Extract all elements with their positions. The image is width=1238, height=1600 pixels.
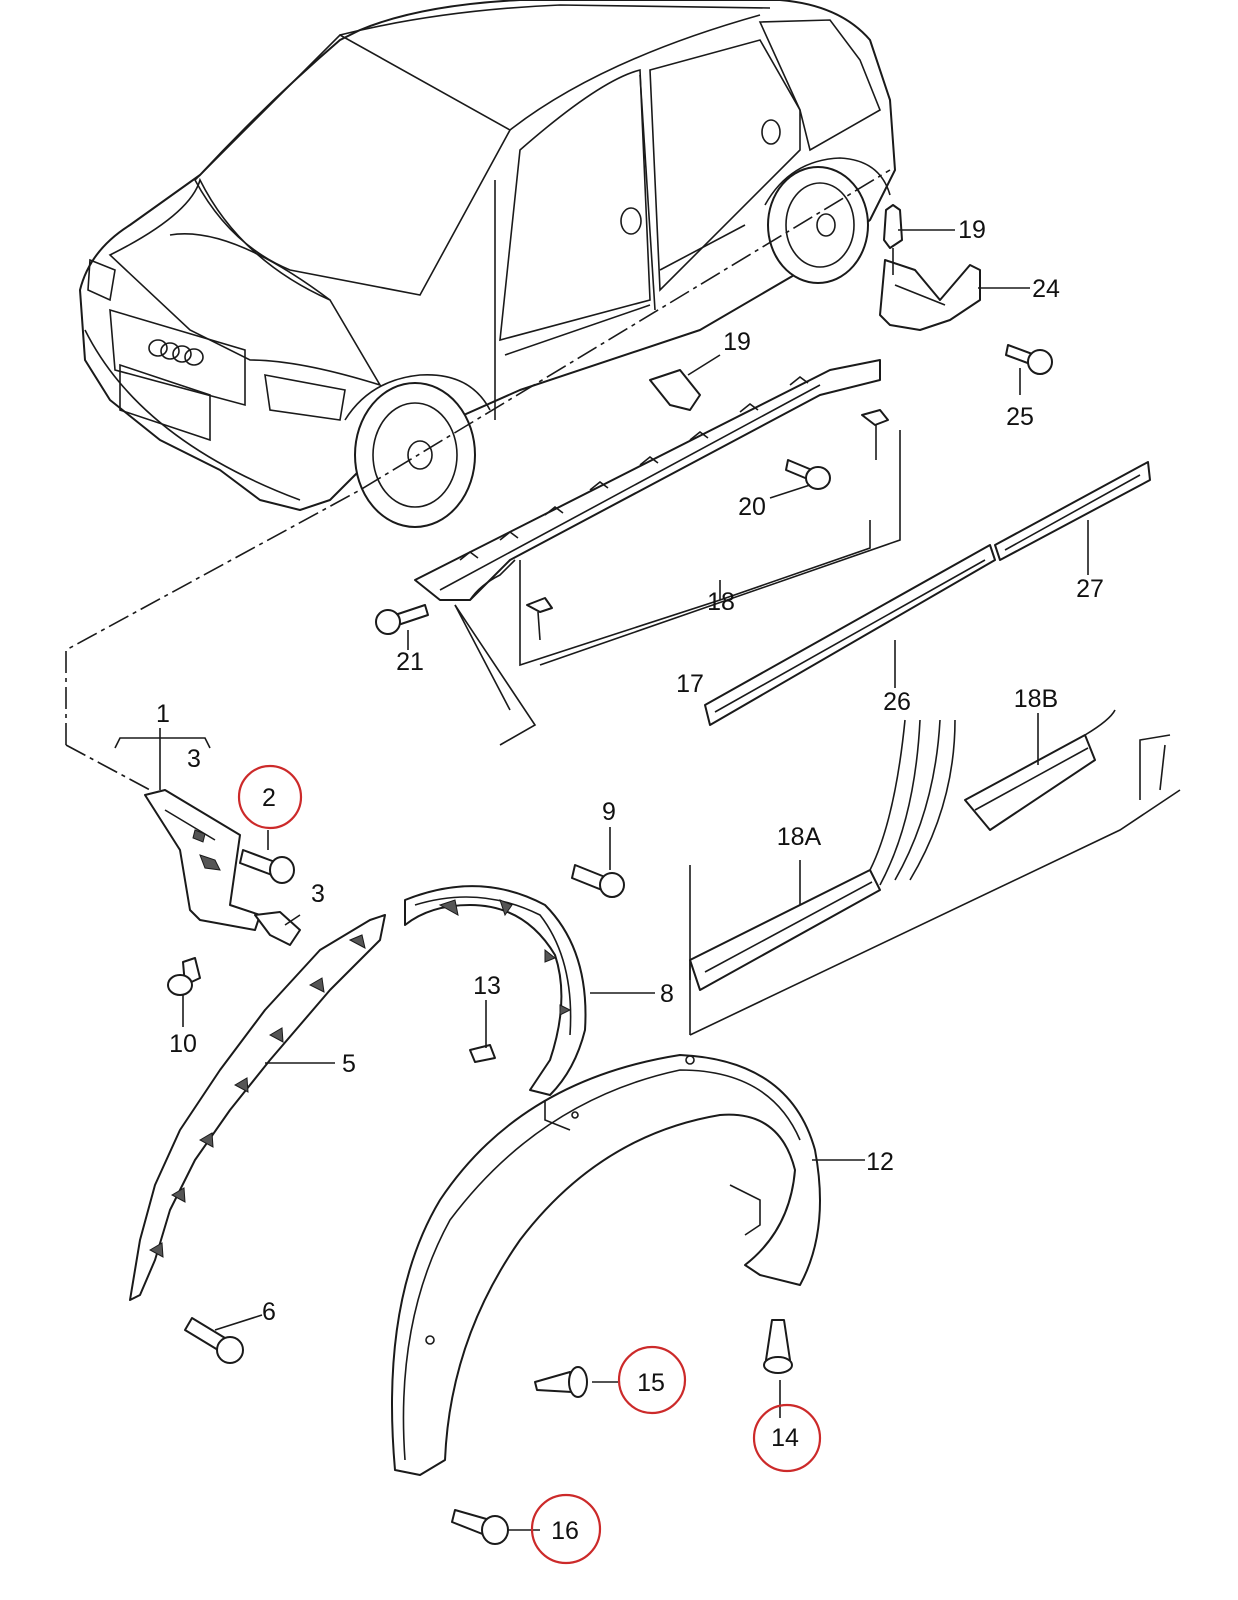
label-14: 14 bbox=[771, 1424, 799, 1452]
label-3: 3 bbox=[311, 880, 325, 908]
label-19-top: 19 bbox=[958, 216, 986, 244]
bracket-assembly-24 bbox=[879, 204, 981, 331]
label-18B: 18B bbox=[1014, 685, 1058, 713]
push-clip-19-top bbox=[883, 204, 903, 249]
highlight-circle-2 bbox=[237, 764, 303, 830]
label-6: 6 bbox=[262, 1298, 276, 1326]
screw-16 bbox=[451, 1509, 509, 1545]
label-8: 8 bbox=[660, 980, 674, 1008]
wheelhouse-liner-8 bbox=[404, 885, 587, 1096]
body-side-panel bbox=[689, 709, 1181, 1036]
highlight-circle-15 bbox=[617, 1345, 687, 1415]
callout-labels: 1 3 2 3 5 6 8 9 10 12 13 14 15 16 17 18 … bbox=[156, 216, 1104, 1545]
label-20: 20 bbox=[738, 493, 766, 521]
label-13: 13 bbox=[473, 972, 501, 1000]
bracket-5 bbox=[129, 914, 386, 1301]
bracket-1 bbox=[144, 789, 301, 946]
label-1: 1 bbox=[156, 700, 170, 728]
label-3-top: 3 bbox=[187, 745, 201, 773]
highlight-circle-14 bbox=[752, 1403, 822, 1473]
screw-14 bbox=[763, 1319, 793, 1374]
wheel-arch-trim-12 bbox=[391, 1054, 821, 1476]
label-2: 2 bbox=[262, 784, 276, 812]
highlight-circles bbox=[237, 764, 822, 1565]
label-19: 19 bbox=[723, 328, 751, 356]
sill-trim-assembly bbox=[414, 359, 901, 746]
label-17: 17 bbox=[676, 670, 704, 698]
screw-15 bbox=[534, 1366, 588, 1398]
clip-13 bbox=[469, 1044, 496, 1063]
label-21: 21 bbox=[396, 648, 424, 676]
label-9: 9 bbox=[602, 798, 616, 826]
label-25: 25 bbox=[1006, 403, 1034, 431]
bolt-20 bbox=[785, 459, 831, 490]
label-26: 26 bbox=[883, 688, 911, 716]
label-27: 27 bbox=[1076, 575, 1104, 603]
bolt-6 bbox=[184, 1317, 244, 1364]
bolt-9 bbox=[571, 864, 625, 898]
door-moldings bbox=[704, 461, 1151, 726]
label-16: 16 bbox=[551, 1517, 579, 1545]
label-12: 12 bbox=[866, 1148, 894, 1176]
clip-3 bbox=[254, 911, 301, 946]
car-illustration bbox=[79, 0, 896, 528]
clip-10 bbox=[167, 957, 201, 996]
label-24: 24 bbox=[1032, 275, 1060, 303]
label-18: 18 bbox=[707, 588, 735, 616]
assembly-lines bbox=[65, 169, 891, 791]
leader-lines bbox=[114, 229, 1089, 1531]
bolt-25 bbox=[1005, 344, 1053, 375]
label-10: 10 bbox=[169, 1030, 197, 1058]
highlight-circle-16 bbox=[530, 1493, 602, 1565]
push-clip-19-middle bbox=[649, 369, 701, 411]
bolt-21 bbox=[375, 604, 429, 635]
bolt-2 bbox=[239, 849, 295, 884]
label-18A: 18A bbox=[777, 823, 822, 851]
label-15: 15 bbox=[637, 1369, 665, 1397]
label-5: 5 bbox=[342, 1050, 356, 1078]
